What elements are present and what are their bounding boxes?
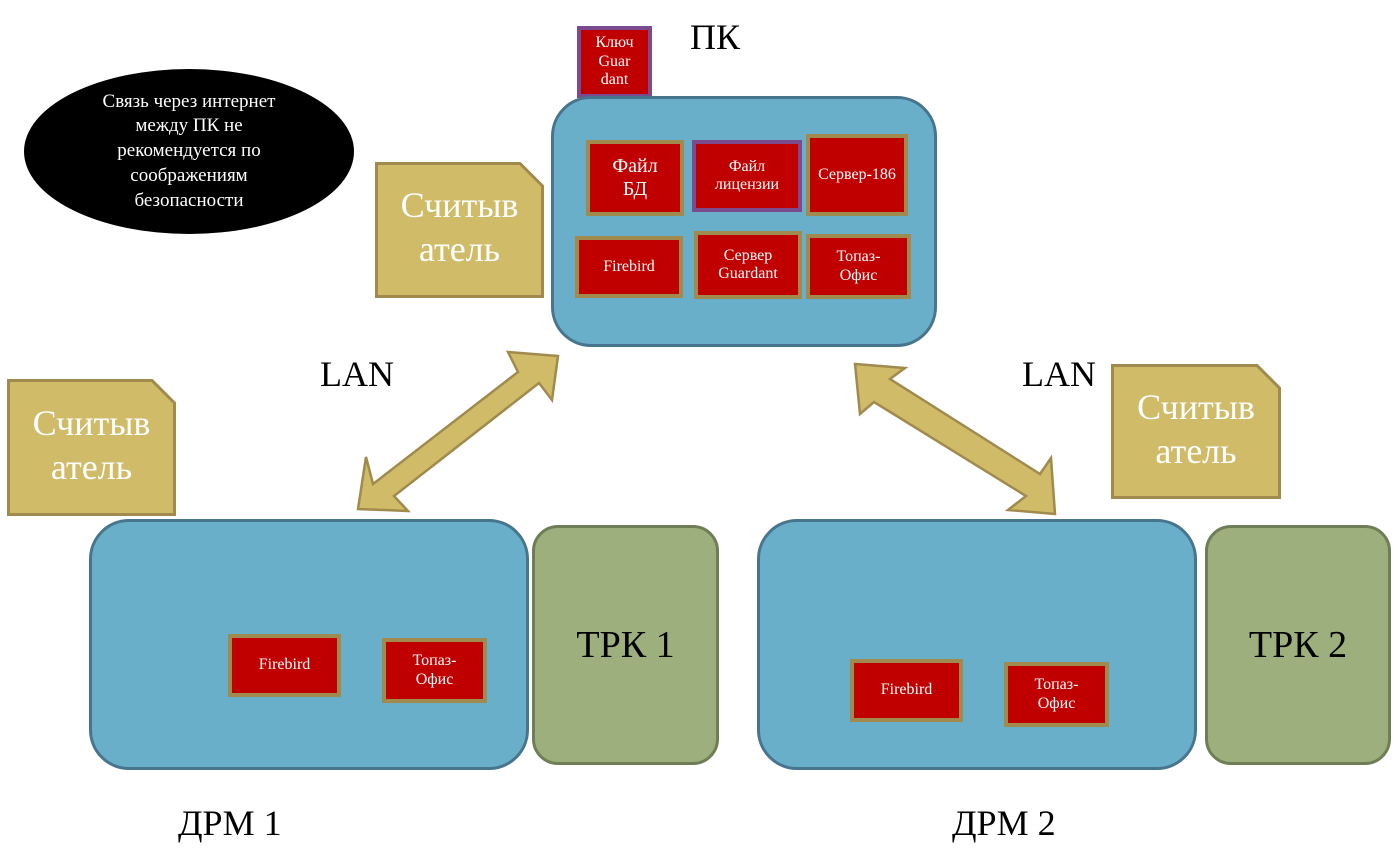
drm1-topaz-block: Топаз-Офис	[382, 638, 487, 703]
server186-block: Сервер-186	[806, 134, 908, 216]
drm2-firebird-label: Firebird	[880, 681, 933, 699]
guardant-key-label: Ключ Guar dant	[595, 34, 634, 89]
security-note: Связь через интернет между ПК не рекомен…	[24, 69, 354, 234]
lan-arrow-right	[853, 362, 1057, 516]
drm2-card-reader: Считыв атель	[1111, 364, 1281, 499]
pc-card-reader: Считыв атель	[375, 162, 544, 298]
trk2-dispenser: ТРК 2	[1205, 525, 1391, 765]
pc-firebird-block: Firebird	[575, 236, 683, 298]
drm2-computer	[757, 519, 1197, 770]
lan-label-left: LAN	[320, 354, 394, 394]
security-note-text: Связь через интернет между ПК не рекомен…	[102, 90, 276, 211]
lan-arrow-left	[356, 350, 560, 513]
drm1-firebird-block: Firebird	[228, 634, 341, 697]
drm1-label: ДРМ 1	[178, 803, 282, 843]
trk2-label: ТРК 2	[1248, 624, 1348, 666]
drm1-card-reader: Считыв атель	[7, 379, 176, 516]
db-file-block: Файл БД	[586, 140, 684, 216]
guardant-server-block: Сервер Guardant	[694, 231, 802, 299]
pc-topaz-block: Топаз-Офис	[806, 234, 911, 299]
trk1-dispenser: ТРК 1	[532, 525, 719, 765]
trk1-label: ТРК 1	[576, 624, 675, 666]
drm2-card-reader-label: Считыв атель	[1137, 386, 1255, 471]
pc-title: ПК	[690, 17, 741, 57]
db-file-label: Файл БД	[612, 155, 658, 200]
drm2-firebird-block: Firebird	[850, 659, 963, 722]
drm2-topaz-block: Топаз-Офис	[1004, 662, 1109, 727]
drm2-label: ДРМ 2	[952, 803, 1056, 843]
license-file-label: Файл лицензии	[714, 157, 780, 193]
license-file-block: Файл лицензии	[692, 140, 802, 212]
drm1-topaz-label: Топаз-Офис	[412, 652, 457, 688]
guardant-server-label: Сервер Guardant	[718, 246, 778, 282]
lan-label-right: LAN	[1022, 354, 1096, 394]
drm1-firebird-label: Firebird	[258, 656, 311, 674]
drm1-card-reader-label: Считыв атель	[32, 402, 151, 487]
pc-firebird-label: Firebird	[603, 257, 655, 275]
server186-label: Сервер-186	[818, 165, 896, 183]
pc-card-reader-label: Считыв атель	[400, 185, 519, 269]
drm2-topaz-label: Топаз-Офис	[1034, 676, 1079, 712]
pc-topaz-label: Топаз-Офис	[836, 248, 881, 284]
